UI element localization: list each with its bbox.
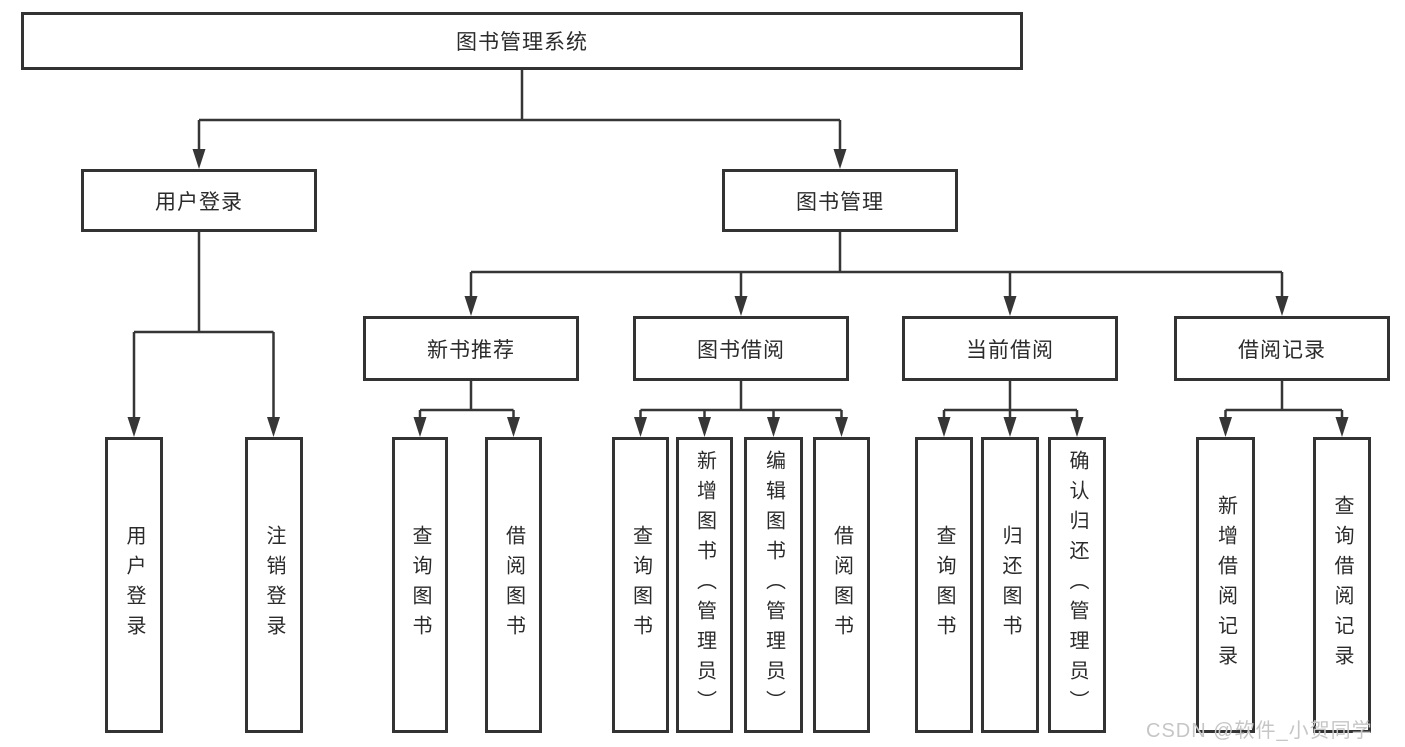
leaf-query-borrow-record-label: 查询借阅记录 <box>1331 495 1353 675</box>
node-user-login: 用户登录 <box>81 169 317 232</box>
leaf-confirm-return-admin-label: 确认归还（管理员） <box>1066 450 1088 720</box>
leaf-query-books-borrowing-label: 查询图书 <box>629 525 652 645</box>
leaf-query-books-current: 查询图书 <box>915 437 973 733</box>
node-user-login-label: 用户登录 <box>155 190 243 214</box>
node-borrow-records: 借阅记录 <box>1174 316 1390 381</box>
node-book-borrowing-label: 图书借阅 <box>697 338 785 362</box>
leaf-borrow-books: 借阅图书 <box>813 437 870 733</box>
node-current-borrowing: 当前借阅 <box>902 316 1118 381</box>
leaf-add-book-admin: 新增图书（管理员） <box>676 437 733 733</box>
leaf-borrow-books-recommend: 借阅图书 <box>485 437 542 733</box>
leaf-return-book: 归还图书 <box>981 437 1039 733</box>
node-borrow-records-label: 借阅记录 <box>1238 338 1326 362</box>
node-root: 图书管理系统 <box>21 12 1023 70</box>
leaf-logout-label: 注销登录 <box>263 525 285 645</box>
node-book-management: 图书管理 <box>722 169 958 232</box>
node-root-label: 图书管理系统 <box>456 31 588 54</box>
leaf-add-borrow-record: 新增借阅记录 <box>1196 437 1255 733</box>
leaf-query-books-recommend: 查询图书 <box>392 437 448 733</box>
leaf-add-borrow-record-label: 新增借阅记录 <box>1214 495 1237 675</box>
leaf-query-borrow-record: 查询借阅记录 <box>1313 437 1371 733</box>
leaf-user-login: 用户登录 <box>105 437 163 733</box>
node-new-book-recommend-label: 新书推荐 <box>427 338 515 362</box>
node-book-management-label: 图书管理 <box>796 190 884 214</box>
leaf-edit-book-admin-label: 编辑图书（管理员） <box>762 450 785 720</box>
node-book-borrowing: 图书借阅 <box>633 316 849 381</box>
leaf-query-books-recommend-label: 查询图书 <box>409 525 431 645</box>
leaf-query-books-borrowing: 查询图书 <box>612 437 669 733</box>
leaf-borrow-books-recommend-label: 借阅图书 <box>502 525 525 645</box>
watermark-text: CSDN @软件_小贺同学 <box>1146 720 1373 742</box>
leaf-confirm-return-admin: 确认归还（管理员） <box>1048 437 1106 733</box>
leaf-logout: 注销登录 <box>245 437 303 733</box>
node-new-book-recommend: 新书推荐 <box>363 316 579 381</box>
leaf-query-books-current-label: 查询图书 <box>933 525 955 645</box>
leaf-add-book-admin-label: 新增图书（管理员） <box>693 450 716 720</box>
node-current-borrowing-label: 当前借阅 <box>966 338 1054 362</box>
leaf-user-login-label: 用户登录 <box>123 525 145 645</box>
leaf-borrow-books-label: 借阅图书 <box>830 525 853 645</box>
leaf-return-book-label: 归还图书 <box>999 525 1021 645</box>
leaf-edit-book-admin: 编辑图书（管理员） <box>744 437 803 733</box>
